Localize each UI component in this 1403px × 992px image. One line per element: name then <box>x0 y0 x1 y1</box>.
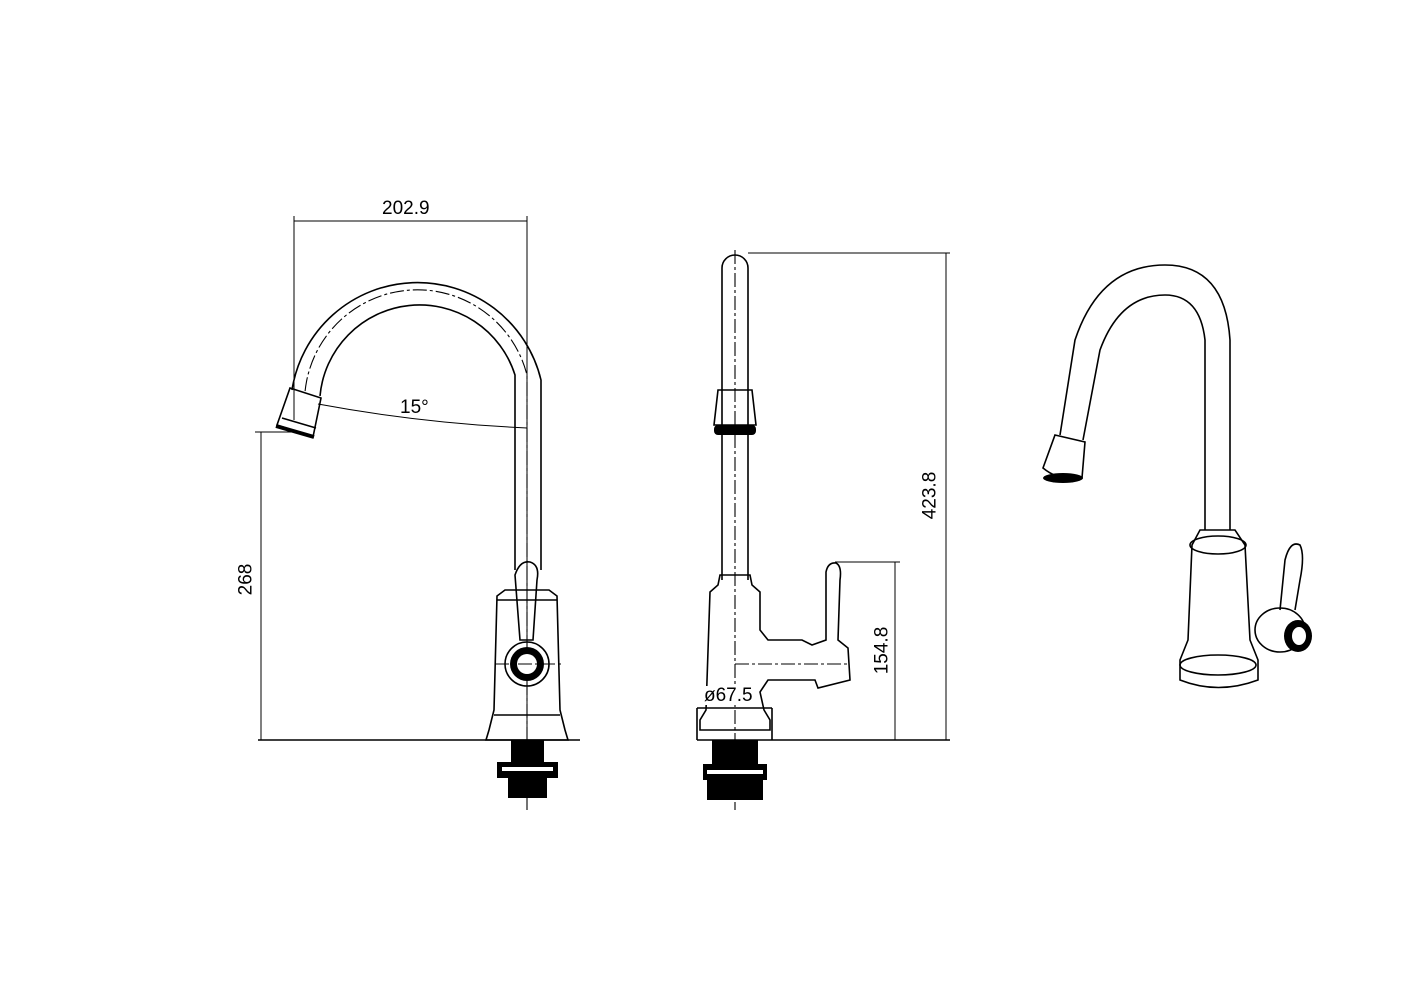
spout-angle-label: 15° <box>400 397 429 418</box>
front-view <box>255 216 580 810</box>
spout-reach-label: 202.9 <box>382 198 430 219</box>
isometric-view <box>1042 264 1312 689</box>
spout-height-label: 268 <box>235 563 257 596</box>
total-height-label: 423.8 <box>919 471 941 520</box>
side-view <box>696 250 950 810</box>
handle-height-label: 154.8 <box>871 626 893 675</box>
base-diameter-label: ø67.5 <box>704 685 753 706</box>
